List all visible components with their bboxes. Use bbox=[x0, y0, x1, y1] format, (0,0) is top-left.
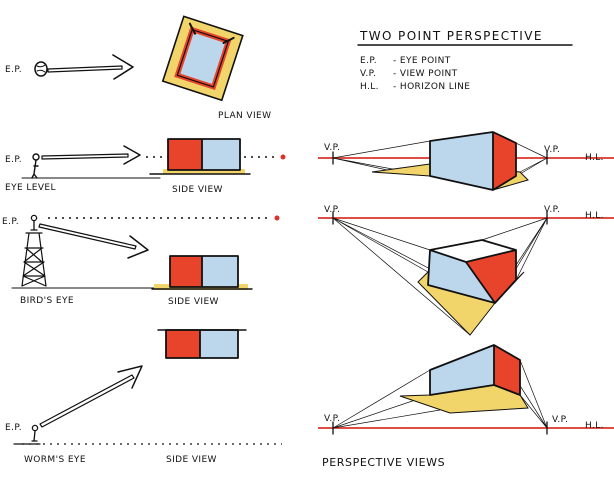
side-box-1 bbox=[167, 138, 241, 171]
vp-left-label-3: V.P. bbox=[324, 414, 340, 424]
eye-icon bbox=[34, 61, 48, 77]
vp-right-label-1: V.P. bbox=[544, 145, 560, 155]
legend-text-vp: - VIEW POINT bbox=[393, 69, 458, 79]
worms-eye-label: WORM'S EYE bbox=[24, 455, 86, 465]
hl-label-1: H.L. bbox=[585, 153, 604, 163]
box-face-right-3 bbox=[494, 345, 520, 395]
legend-abbr-hl: H.L. bbox=[360, 82, 379, 92]
eye-level-label: EYE LEVEL bbox=[5, 183, 56, 193]
plan-view-label: PLAN VIEW bbox=[218, 111, 271, 121]
tower-icon bbox=[21, 232, 47, 287]
box-face-right-1 bbox=[493, 132, 516, 190]
legend-abbr-vp: V.P. bbox=[360, 69, 376, 79]
perspective-birds-eye: V.P. V.P. H.L. bbox=[318, 205, 614, 336]
person-icon-tower bbox=[30, 214, 38, 222]
side-box-2 bbox=[169, 255, 239, 288]
arrow-head-icon bbox=[112, 54, 134, 80]
vp-right-label-2: V.P. bbox=[544, 205, 560, 215]
legend-text-hl: - HORIZON LINE bbox=[393, 82, 470, 92]
bird-ep-label: E.P. bbox=[2, 217, 19, 227]
side-view-label-2: SIDE VIEW bbox=[168, 297, 219, 307]
box-face-left-3 bbox=[430, 345, 494, 395]
plan-ep-label: E.P. bbox=[5, 65, 22, 75]
perspective-views-label: PERSPECTIVE VIEWS bbox=[322, 456, 445, 469]
title-block: TWO POINT PERSPECTIVE E.P. - EYE POINT V… bbox=[357, 29, 573, 92]
worms-eye-arrow bbox=[39, 374, 135, 428]
title: TWO POINT PERSPECTIVE bbox=[359, 29, 543, 43]
box-face-right-2 bbox=[466, 250, 516, 303]
vp-left-label-1: V.P. bbox=[324, 143, 340, 153]
legend-abbr-ep: E.P. bbox=[360, 56, 377, 66]
side-view-label-1: SIDE VIEW bbox=[172, 185, 223, 195]
worms-eye-section: E.P. WORM'S EYE SIDE VIEW bbox=[5, 329, 282, 465]
eye-level-section: E.P. EYE LEVEL SIDE VIEW bbox=[5, 138, 286, 195]
hl-label-3: H.L. bbox=[585, 421, 604, 431]
box-face-left-1 bbox=[430, 132, 493, 190]
birds-eye-section: E.P. BIRD'S EYE SIDE VIEW bbox=[2, 214, 280, 307]
hl-label-2: H.L. bbox=[585, 211, 604, 221]
vp-left-label-2: V.P. bbox=[324, 205, 340, 215]
worm-ep-label: E.P. bbox=[5, 423, 22, 433]
box-face-left-2 bbox=[428, 250, 495, 303]
sight-arrow bbox=[47, 65, 123, 73]
birds-eye-label: BIRD'S EYE bbox=[20, 296, 74, 306]
person-icon-ground bbox=[31, 424, 39, 432]
vp-right-label-3: V.P. bbox=[552, 415, 568, 425]
eye-level-arrow bbox=[41, 153, 129, 160]
legend-text-ep: - EYE POINT bbox=[393, 56, 451, 66]
perspective-eye-level: V.P. V.P. H.L. bbox=[318, 131, 614, 191]
person-icon bbox=[32, 153, 40, 161]
plan-view-section: E.P. PLAN VIEW bbox=[5, 15, 271, 121]
plan-box bbox=[161, 15, 244, 102]
birds-eye-arrow bbox=[38, 223, 137, 250]
eye-ep-label: E.P. bbox=[5, 155, 22, 165]
perspective-worms-eye: V.P. V.P. H.L. PERSPECTIVE VIEWS bbox=[318, 344, 614, 469]
side-view-label-3: SIDE VIEW bbox=[166, 455, 217, 465]
